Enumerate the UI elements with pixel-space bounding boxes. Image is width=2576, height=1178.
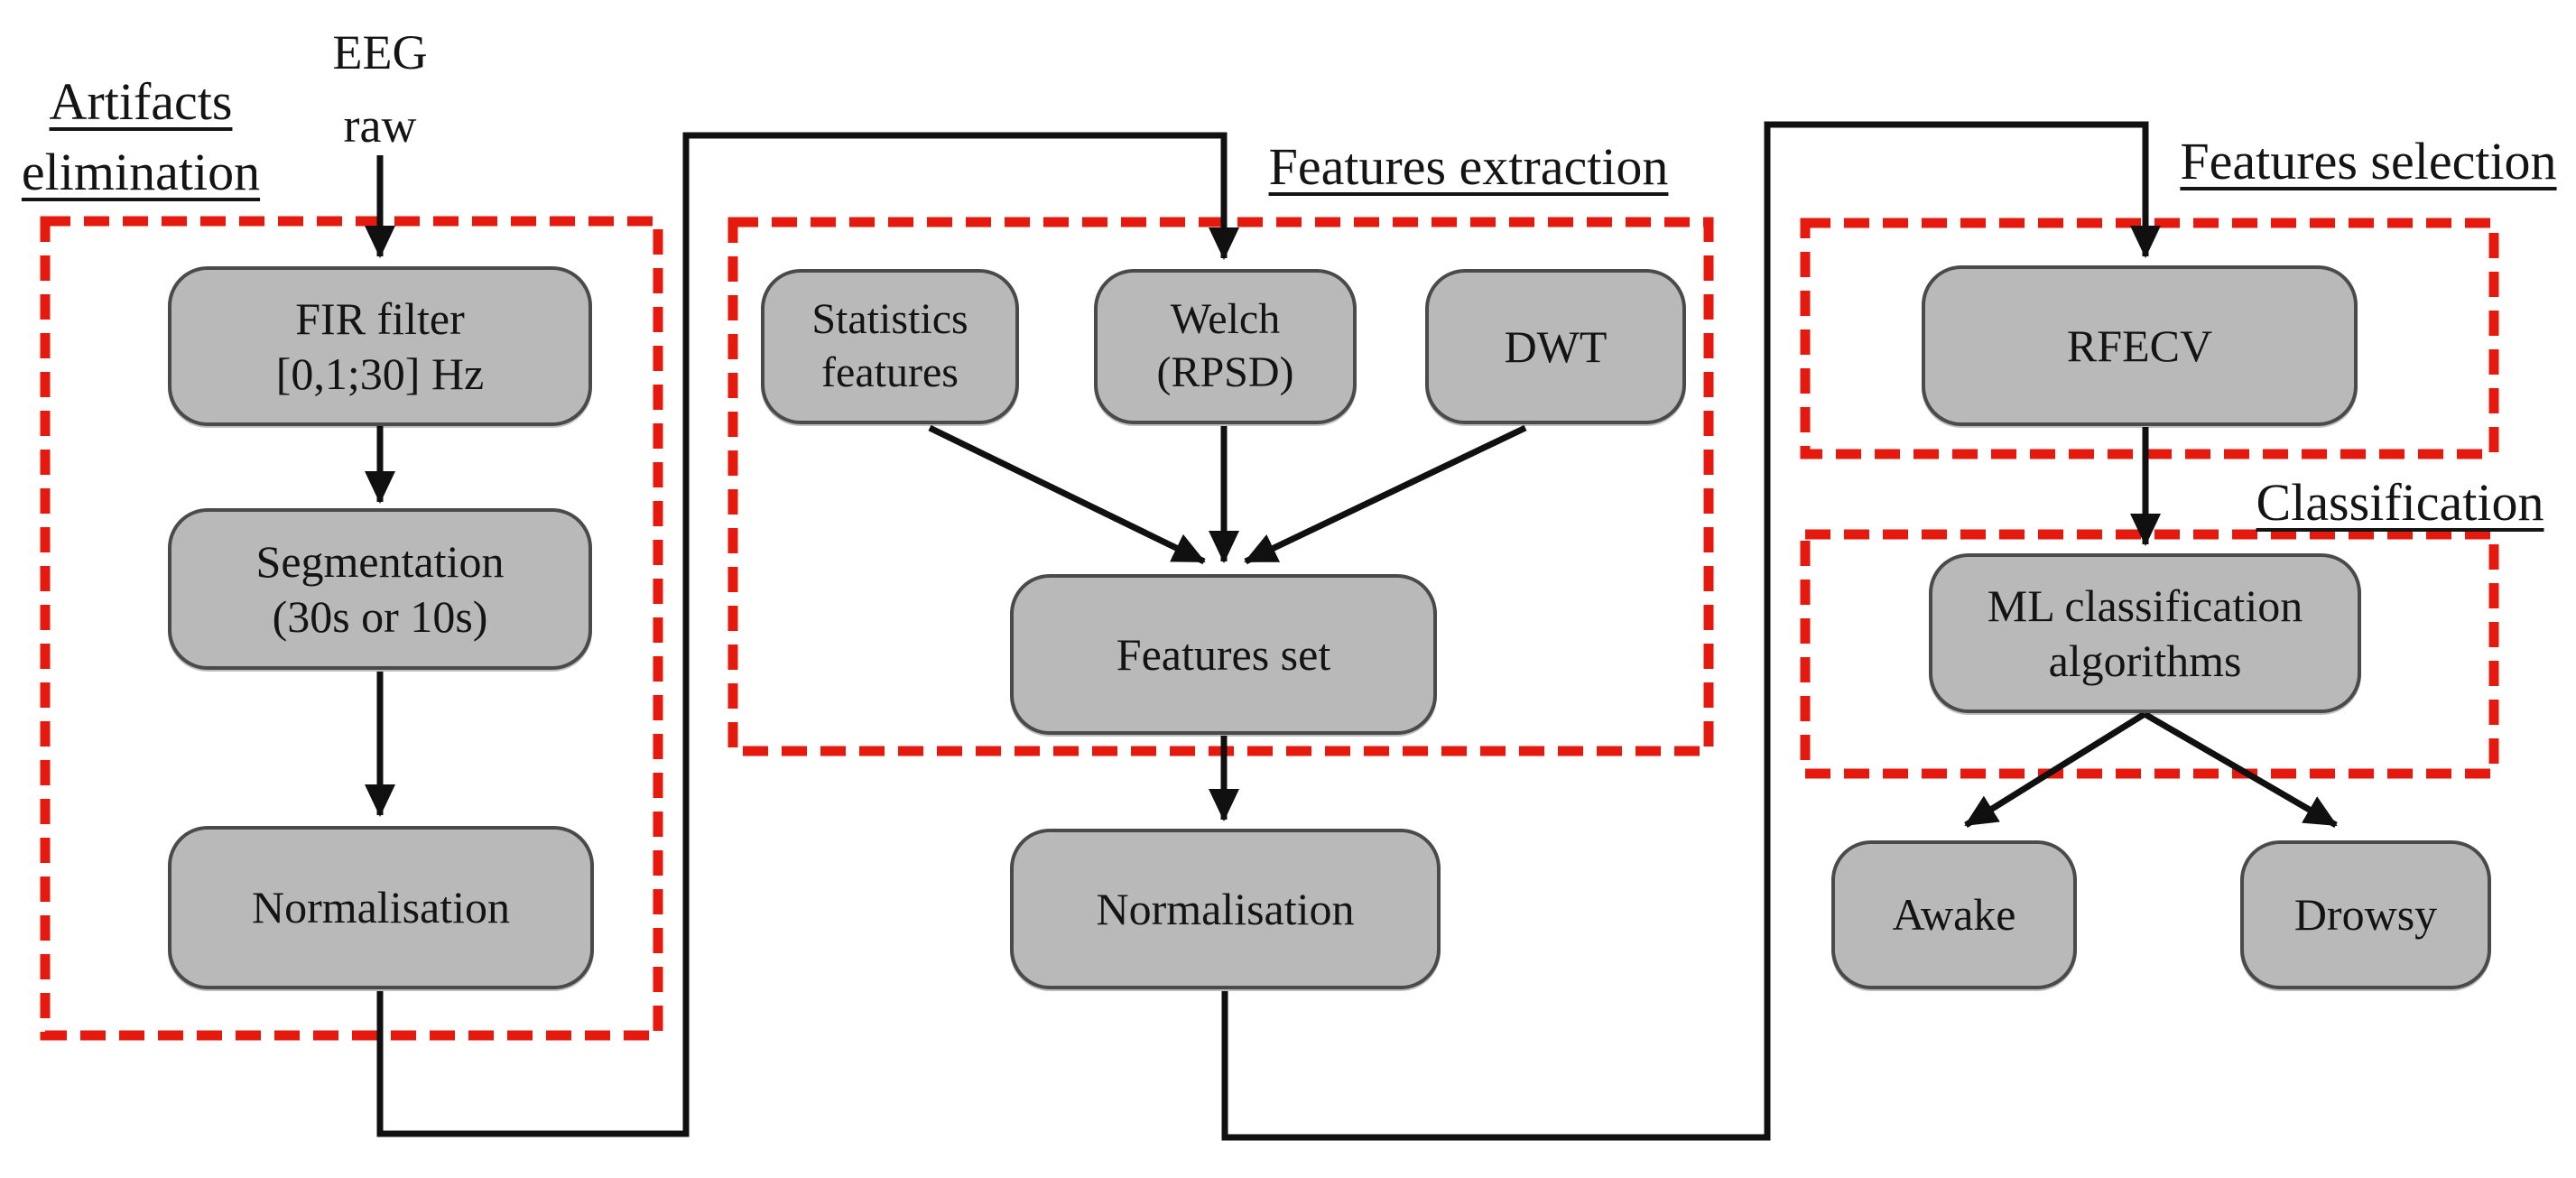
node-label: Awake [1892,889,2016,940]
eeg-raw-label: EEG raw [298,16,462,162]
node-welch-rpsd: Welch (RPSD) [1094,269,1357,424]
node-label: Statistics [811,295,968,344]
group-features-selection-box [1800,218,2499,459]
section-title-line: Classification [2256,473,2544,532]
node-awake: Awake [1831,840,2077,989]
node-statistics-features: Statistics features [761,269,1019,424]
node-label: Welch [1170,295,1281,344]
section-title-artifacts-elimination: Artifacts elimination [7,67,274,209]
node-features-set: Features set [1010,574,1437,735]
node-label: Segmentation [255,535,505,587]
group-artifacts-elimination-box [40,216,663,1041]
node-normalisation-1: Normalisation [168,826,594,989]
node-label: features [821,348,959,396]
section-title-classification: Classification [2244,468,2556,538]
node-label: FIR filter [295,292,465,344]
node-label: [0,1;30] Hz [275,348,485,399]
node-ml-classification: ML classification algorithms [1929,553,2361,713]
section-title-line: elimination [21,143,261,202]
node-label: DWT [1504,320,1608,372]
section-title-line: Features selection [2180,132,2557,190]
section-title-features-selection: Features selection [2172,126,2565,197]
section-title-line: Features extraction [1268,137,1669,196]
node-dwt: DWT [1425,269,1686,424]
node-rfecv: RFECV [1922,265,2358,426]
node-label: Normalisation [1096,883,1355,934]
node-label: Drowsy [2293,889,2438,940]
node-label: (RPSD) [1156,348,1294,396]
arrow-ml-to-drowsy [2143,710,2338,829]
arrow-dwt-to-featuresset [1244,424,1527,565]
eeg-raw-line1: EEG [332,25,428,79]
section-title-line: Artifacts [49,72,233,131]
node-normalisation-2: Normalisation [1010,829,1441,989]
node-fir-filter: FIR filter [0,1;30] Hz [168,266,592,426]
arrow-normalisation2-to-rfecv-feedback [1221,121,2161,1141]
node-label: algorithms [2048,635,2242,686]
node-label: RFECV [2066,320,2213,371]
arrow-ml-to-awake [1964,711,2146,828]
section-title-features-extraction: Features extraction [1256,132,1681,202]
arrow-normalisation-to-welch-feedback [376,132,1239,1137]
node-label: Normalisation [251,882,511,932]
eeg-raw-line2: raw [343,98,417,153]
node-label: Features set [1116,628,1331,680]
arrow-statistics-to-featuresset [928,424,1206,565]
node-label: ML classification [1987,580,2303,631]
node-drowsy: Drowsy [2240,840,2491,989]
node-label: (30s or 10s) [272,590,488,642]
node-segmentation: Segmentation (30s or 10s) [168,508,592,670]
